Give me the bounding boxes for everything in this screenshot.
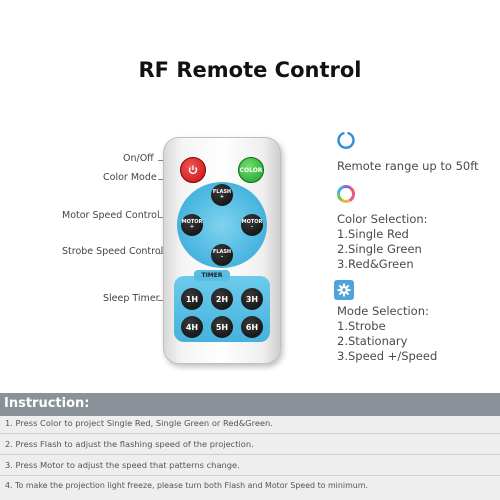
color-item-3: 3.Red&Green	[337, 257, 414, 271]
remote-control: COLOR FLASH + MOTOR + MOTOR - FLASH - 1H…	[163, 137, 281, 364]
power-icon	[188, 165, 198, 175]
flash-plus-label: FLASH	[212, 188, 232, 195]
gear-icon-box	[334, 280, 354, 300]
motor-plus-label: MOTOR	[181, 218, 203, 225]
timer-3h-button[interactable]: 3H	[241, 288, 263, 310]
label-on-off: On/Off	[123, 153, 154, 164]
motor-plus-sign: +	[189, 224, 195, 230]
instruction-line-4: 4. To make the projection light freeze, …	[5, 481, 368, 490]
page-title: RF Remote Control	[138, 58, 362, 82]
timer-pad: 1H 2H 3H 4H 5H 6H	[174, 276, 270, 342]
gear-icon	[337, 283, 351, 297]
color-button[interactable]: COLOR	[238, 157, 264, 183]
flash-minus-sign: -	[220, 254, 224, 260]
flash-minus-label: FLASH	[212, 248, 232, 255]
mode-selection-heading: Mode Selection:	[337, 304, 429, 318]
timer-1h-button[interactable]: 1H	[181, 288, 203, 310]
range-text: Remote range up to 50ft	[337, 159, 479, 173]
mode-item-3: 3.Speed +/Speed	[337, 349, 438, 363]
instruction-divider	[0, 433, 500, 434]
instruction-divider	[0, 454, 500, 455]
instruction-line-2: 2. Press Flash to adjust the flashing sp…	[5, 439, 254, 449]
motor-minus-button[interactable]: MOTOR -	[241, 214, 263, 236]
motor-minus-sign: -	[250, 224, 254, 230]
flash-plus-sign: +	[219, 194, 225, 200]
color-item-2: 2.Single Green	[337, 242, 422, 256]
label-strobe-speed: Strobe Speed Control	[62, 246, 164, 257]
motor-plus-button[interactable]: MOTOR +	[181, 214, 203, 236]
label-color-mode: Color Mode	[103, 172, 157, 183]
color-wheel-icon	[337, 185, 355, 203]
flash-minus-button[interactable]: FLASH -	[211, 244, 233, 266]
motor-minus-label: MOTOR	[241, 218, 263, 225]
instruction-divider	[0, 475, 500, 476]
instruction-header: Instruction:	[0, 393, 500, 416]
timer-4h-button[interactable]: 4H	[181, 316, 203, 338]
mode-item-2: 2.Stationary	[337, 334, 408, 348]
on-off-button[interactable]	[180, 157, 206, 183]
control-pad: FLASH + MOTOR + MOTOR - FLASH -	[177, 182, 267, 268]
label-sleep-timer: Sleep Timer	[103, 293, 160, 304]
timer-2h-button[interactable]: 2H	[211, 288, 233, 310]
timer-5h-button[interactable]: 5H	[211, 316, 233, 338]
instruction-heading: Instruction:	[4, 396, 90, 411]
power-ring-icon	[337, 132, 355, 149]
timer-6h-button[interactable]: 6H	[241, 316, 263, 338]
timer-tab-label: TIMER	[194, 270, 230, 281]
flash-plus-button[interactable]: FLASH +	[211, 184, 233, 206]
instruction-line-1: 1. Press Color to project Single Red, Si…	[5, 418, 273, 428]
mode-item-1: 1.Strobe	[337, 319, 386, 333]
color-selection-heading: Color Selection:	[337, 212, 428, 226]
color-item-1: 1.Single Red	[337, 227, 409, 241]
label-motor-speed: Motor Speed Control	[62, 210, 160, 221]
instruction-line-3: 3. Press Motor to adjust the speed that …	[5, 460, 240, 470]
